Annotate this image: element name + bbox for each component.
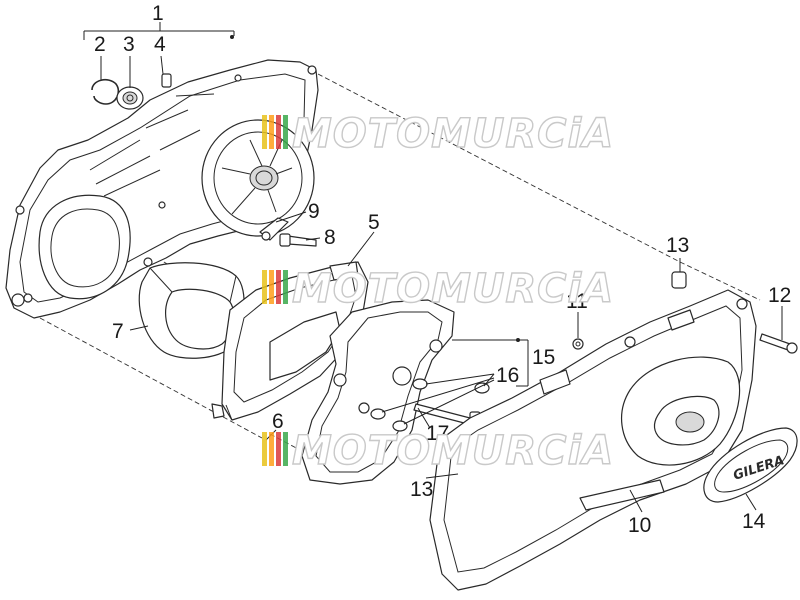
watermark-text: MOTOMURCiA [292,266,614,312]
bearing [116,86,144,110]
watermark-stripe [269,432,274,466]
callout-3: 3 [123,33,135,56]
watermark-stripe [269,115,274,149]
watermark-stripe [262,270,267,304]
callout-10: 10 [628,514,651,537]
watermark-stripe [283,432,288,466]
cover-bracket [301,299,455,485]
screw-8 [279,233,317,247]
callout-2: 2 [94,33,106,56]
callout-5: 5 [368,211,380,234]
callout-9: 9 [308,200,320,223]
callout-17: 17 [426,422,449,445]
watermark-text: MOTOMURCiA [292,428,614,474]
callout-7: 7 [112,320,124,343]
watermark-stripe [276,115,281,149]
callout-numbers: 1 2 3 4 5 6 7 8 9 10 11 12 13 13 14 15 1… [94,2,791,537]
bracket-9 [259,217,289,241]
washer-11 [572,338,584,350]
callout-13-lower: 13 [410,478,433,501]
callout-16: 16 [496,364,519,387]
dowel-pin [161,73,172,88]
callout-15: 15 [532,346,555,369]
screw-12 [759,333,798,354]
watermark-stripe [276,432,281,466]
callout-14: 14 [742,510,766,533]
watermark-stripe [276,270,281,304]
watermark-top: MOTOMURCiA [262,110,614,158]
watermark-stripe [283,115,288,149]
inner-crankcase-cover [5,59,319,319]
callout-11: 11 [566,290,588,313]
watermark-stripe [283,270,288,304]
watermark-stripe [262,115,267,149]
watermark-middle: MOTOMURCiA [262,265,614,313]
callout-4: 4 [154,33,166,56]
drive-belt [138,262,245,359]
watermark-bottom: MOTOMURCiA [262,427,614,475]
callout-12: 12 [768,284,791,307]
watermark-text: MOTOMURCiA [292,111,614,157]
washers-16 [370,378,490,432]
callout-8: 8 [324,226,336,249]
circlip [91,78,120,105]
gilera-badge: GILERA [703,427,798,503]
callout-13-upper: 13 [666,234,689,257]
bolt-6 [211,403,225,419]
callout-6: 6 [272,410,284,433]
outer-cover [429,289,757,591]
screw-13-upper [671,271,687,289]
callout-1: 1 [152,2,164,25]
watermark-stripe [262,432,267,466]
watermark-stripe [269,270,274,304]
